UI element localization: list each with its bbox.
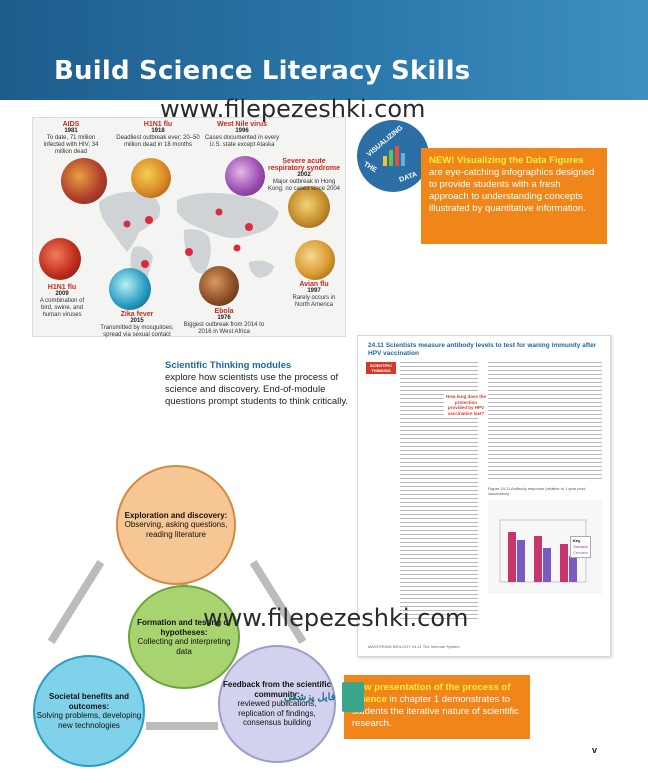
map-label-desc: Deadliest outbreak ever; 20–50 million d…: [116, 135, 200, 148]
circle-heading: Exploration and discovery:: [124, 510, 228, 520]
map-label-desc: Cases documented in every U.S. state exc…: [204, 135, 280, 148]
textbook-footer: MASTERING BIOLOGY 24.11 The Immune Syste…: [368, 644, 460, 649]
map-label-desc: Major outbreak in Hong Kong; no cases si…: [267, 179, 341, 192]
visualizing-the-data-badge: VISUALIZING THE DATA: [357, 120, 429, 192]
map-label-title: Avian flu: [299, 281, 329, 288]
map-label-west-nile: West Nile virus 1996 Cases documented in…: [201, 121, 283, 149]
module-body: explore how scientists use the process o…: [165, 372, 349, 407]
west-nile-virus-image: [225, 156, 265, 196]
map-label-sars: Severe acute respiratory syndrome 2002 M…: [265, 158, 343, 193]
textbook-body-lines-right: [488, 362, 602, 480]
badge-line-3: DATA: [398, 171, 419, 184]
map-label-desc: Transmitted by mosquitoes; spread via se…: [100, 325, 174, 338]
map-label-year: 2009: [55, 291, 69, 297]
map-label-year: 1981: [64, 128, 78, 134]
legend-key: Key: [573, 538, 581, 543]
circle-heading: Societal benefits and outcomes:: [48, 692, 130, 711]
map-label-year: 2002: [297, 172, 311, 178]
map-label-h1n1-2009: H1N1 flu 2009 A combination of bird, swi…: [35, 284, 89, 319]
zika-virus-image: [109, 268, 151, 310]
document-icon: [342, 682, 364, 712]
visualizing-data-callout: NEW! Visualizing the Data Figures are ey…: [421, 148, 607, 244]
callout-highlight: New presentation of the process of scien…: [352, 682, 511, 705]
process-of-science-callout: New presentation of the process of scien…: [344, 675, 530, 739]
legend-item-cervarix: Cervarix: [573, 550, 588, 555]
new-label: NEW!: [429, 155, 455, 166]
map-label-title: Severe acute respiratory syndrome: [268, 158, 340, 172]
circle-heading: Formation and testing of hypotheses:: [137, 618, 231, 637]
map-label-h1n1-1918: H1N1 flu 1918 Deadliest outbreak ever; 2…: [113, 121, 203, 149]
scientific-thinking-description: Scientific Thinking modules explore how …: [165, 360, 350, 408]
scientific-thinking-tag: SCIENTIFIC THINKING: [366, 362, 396, 374]
cycle-arrow-bottom: [146, 722, 218, 730]
map-label-year: 1976: [217, 315, 231, 321]
callout-body: in chapter 1 demonstrates to students th…: [352, 694, 519, 729]
callout-highlight: Visualizing the Data Figures: [456, 155, 584, 166]
h1n1-2009-virus-image: [39, 238, 81, 280]
circle-body: Collecting and interpreting data: [137, 637, 231, 656]
avian-flu-virus-image: [295, 240, 335, 280]
map-label-avian-flu: Avian flu 1997 Rarely occurs in North Am…: [285, 281, 343, 309]
map-label-year: 1996: [235, 128, 249, 134]
page-title: Build Science Literacy Skills: [54, 56, 471, 86]
badge-line-2: THE: [362, 160, 378, 175]
map-label-title: West Nile virus: [216, 121, 268, 128]
module-heading: Scientific Thinking modules: [165, 360, 292, 371]
circle-body: Solving problems, developing new technol…: [36, 711, 142, 730]
watermark-text: www.filepezeshki.com: [203, 604, 469, 632]
map-label-title: H1N1 flu: [47, 284, 77, 291]
bar-chart-icon: [383, 146, 405, 166]
legend-item-gardasil: Gardasil: [573, 544, 588, 549]
watermark-logo: فایل پزشکی: [284, 682, 364, 720]
map-label-year: 1918: [151, 128, 165, 134]
textbook-chart-caption: Figure 24.11 Antibody response (relative…: [488, 486, 587, 496]
exploration-and-discovery-circle: Exploration and discovery: Observing, as…: [116, 465, 236, 585]
textbook-heading: 24.11 Scientists measure antibody levels…: [368, 342, 597, 357]
map-label-title: AIDS: [62, 121, 80, 128]
textbook-page-thumbnail: 24.11 Scientists measure antibody levels…: [357, 335, 611, 657]
disease-map-figure: AIDS 1981 To date, 71 million infected w…: [32, 117, 346, 339]
map-label-aids: AIDS 1981 To date, 71 million infected w…: [36, 121, 106, 156]
map-label-title: Zika fever: [120, 311, 154, 318]
chart-legend: Key Gardasil Cervarix: [570, 536, 591, 558]
watermark-text: www.filepezeshki.com: [160, 95, 426, 123]
callout-body: are eye-catching infographics designed t…: [429, 167, 595, 214]
page-number: v: [592, 745, 598, 755]
map-label-desc: To date, 71 million infected with HIV; 3…: [43, 135, 99, 155]
map-label-desc: A combination of bird, swine, and human …: [39, 298, 85, 318]
map-label-title: Ebola: [214, 308, 234, 315]
ebola-virus-image: [199, 266, 239, 306]
watermark-logo-text: فایل پزشکی: [284, 692, 336, 703]
textbook-question-box: How long does the protection provided by…: [444, 392, 488, 418]
map-label-desc: Rarely occurs in North America: [292, 295, 336, 308]
circle-body: reviewed publications, replication of fi…: [237, 699, 317, 728]
map-label-title: H1N1 flu: [143, 121, 173, 128]
societal-benefits-circle: Societal benefits and outcomes: Solving …: [33, 655, 145, 767]
header-banner: Build Science Literacy Skills: [0, 0, 648, 100]
circle-body: Observing, asking questions, reading lit…: [124, 520, 228, 539]
formation-and-testing-circle: Formation and testing of hypotheses: Col…: [128, 585, 240, 689]
circle-heading: Feedback from the scientific community:: [222, 680, 332, 699]
map-label-desc: Biggest outbreak from 2014 to 2016 in We…: [183, 322, 265, 335]
cycle-arrow-left: [47, 560, 105, 644]
map-label-year: 2015: [130, 318, 144, 324]
map-label-year: 1997: [307, 288, 321, 294]
map-label-ebola: Ebola 1976 Biggest outbreak from 2014 to…: [183, 308, 265, 336]
aids-virus-image: [61, 158, 107, 204]
sars-virus-image: [288, 186, 330, 228]
map-label-zika: Zika fever 2015 Transmitted by mosquitoe…: [91, 311, 183, 339]
community-feedback-circle: Feedback from the scientific community: …: [218, 645, 336, 763]
h1n1-1918-virus-image: [131, 158, 171, 198]
